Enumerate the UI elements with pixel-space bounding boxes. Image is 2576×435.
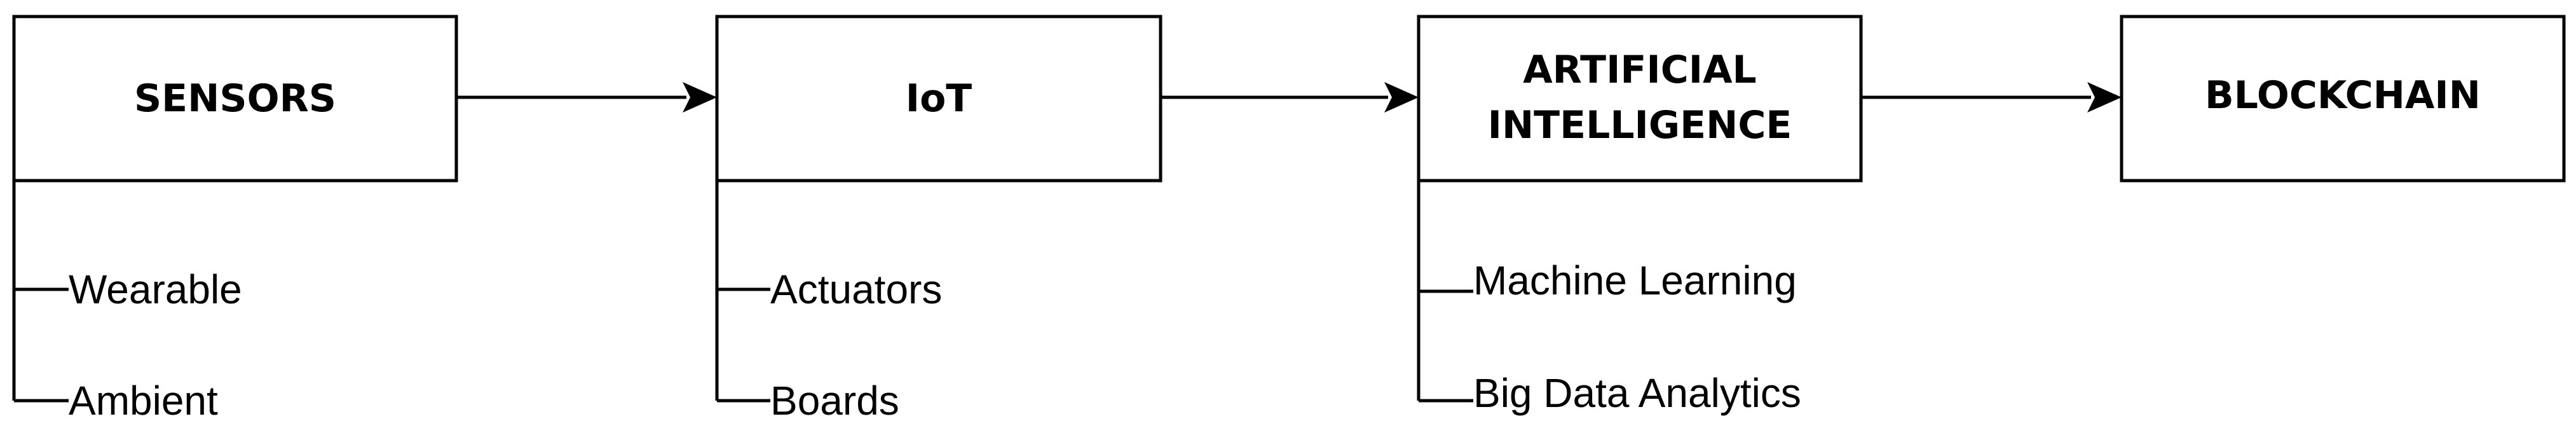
- connection-ai-to-blockchain: [1861, 82, 2122, 113]
- box-sensors: SENSORS: [12, 15, 458, 183]
- branch-connector: [12, 181, 69, 403]
- branch-connector: [1417, 181, 1473, 403]
- connection-sensors-to-iot: [456, 82, 717, 113]
- ai-subitems: Machine Learning Big Data Analytics: [1417, 181, 1801, 416]
- branch-connector: [715, 181, 770, 403]
- box-blockchain: BLOCKCHAIN: [2120, 15, 2566, 183]
- box-artificial-intelligence: ARTIFICIAL INTELLIGENCE: [1417, 15, 1863, 183]
- item-actuators: Actuators: [770, 266, 942, 312]
- arrowhead-icon: [1384, 82, 1419, 113]
- box-title: BLOCKCHAIN: [2205, 73, 2481, 118]
- box-title-line-2: INTELLIGENCE: [1488, 103, 1792, 148]
- sensors-subitems: Wearable Ambient: [12, 181, 242, 424]
- box-frame: [715, 15, 1162, 183]
- box-title-line-1: ARTIFICIAL: [1523, 48, 1757, 92]
- box-frame: [2120, 15, 2566, 183]
- arrowhead-icon: [2087, 82, 2122, 113]
- arrowhead-icon: [683, 82, 717, 113]
- box-title: SENSORS: [134, 76, 336, 121]
- item-wearable: Wearable: [69, 266, 242, 312]
- item-boards: Boards: [770, 378, 899, 424]
- box-title: IoT: [906, 76, 972, 121]
- box-iot: IoT: [715, 15, 1162, 183]
- box-frame: [12, 15, 458, 183]
- item-big-data-analytics: Big Data Analytics: [1473, 370, 1801, 416]
- box-frame: [1417, 15, 1863, 183]
- item-ambient: Ambient: [69, 378, 218, 424]
- iot-subitems: Actuators Boards: [715, 181, 942, 424]
- connection-iot-to-ai: [1161, 82, 1419, 113]
- item-machine-learning: Machine Learning: [1473, 258, 1797, 303]
